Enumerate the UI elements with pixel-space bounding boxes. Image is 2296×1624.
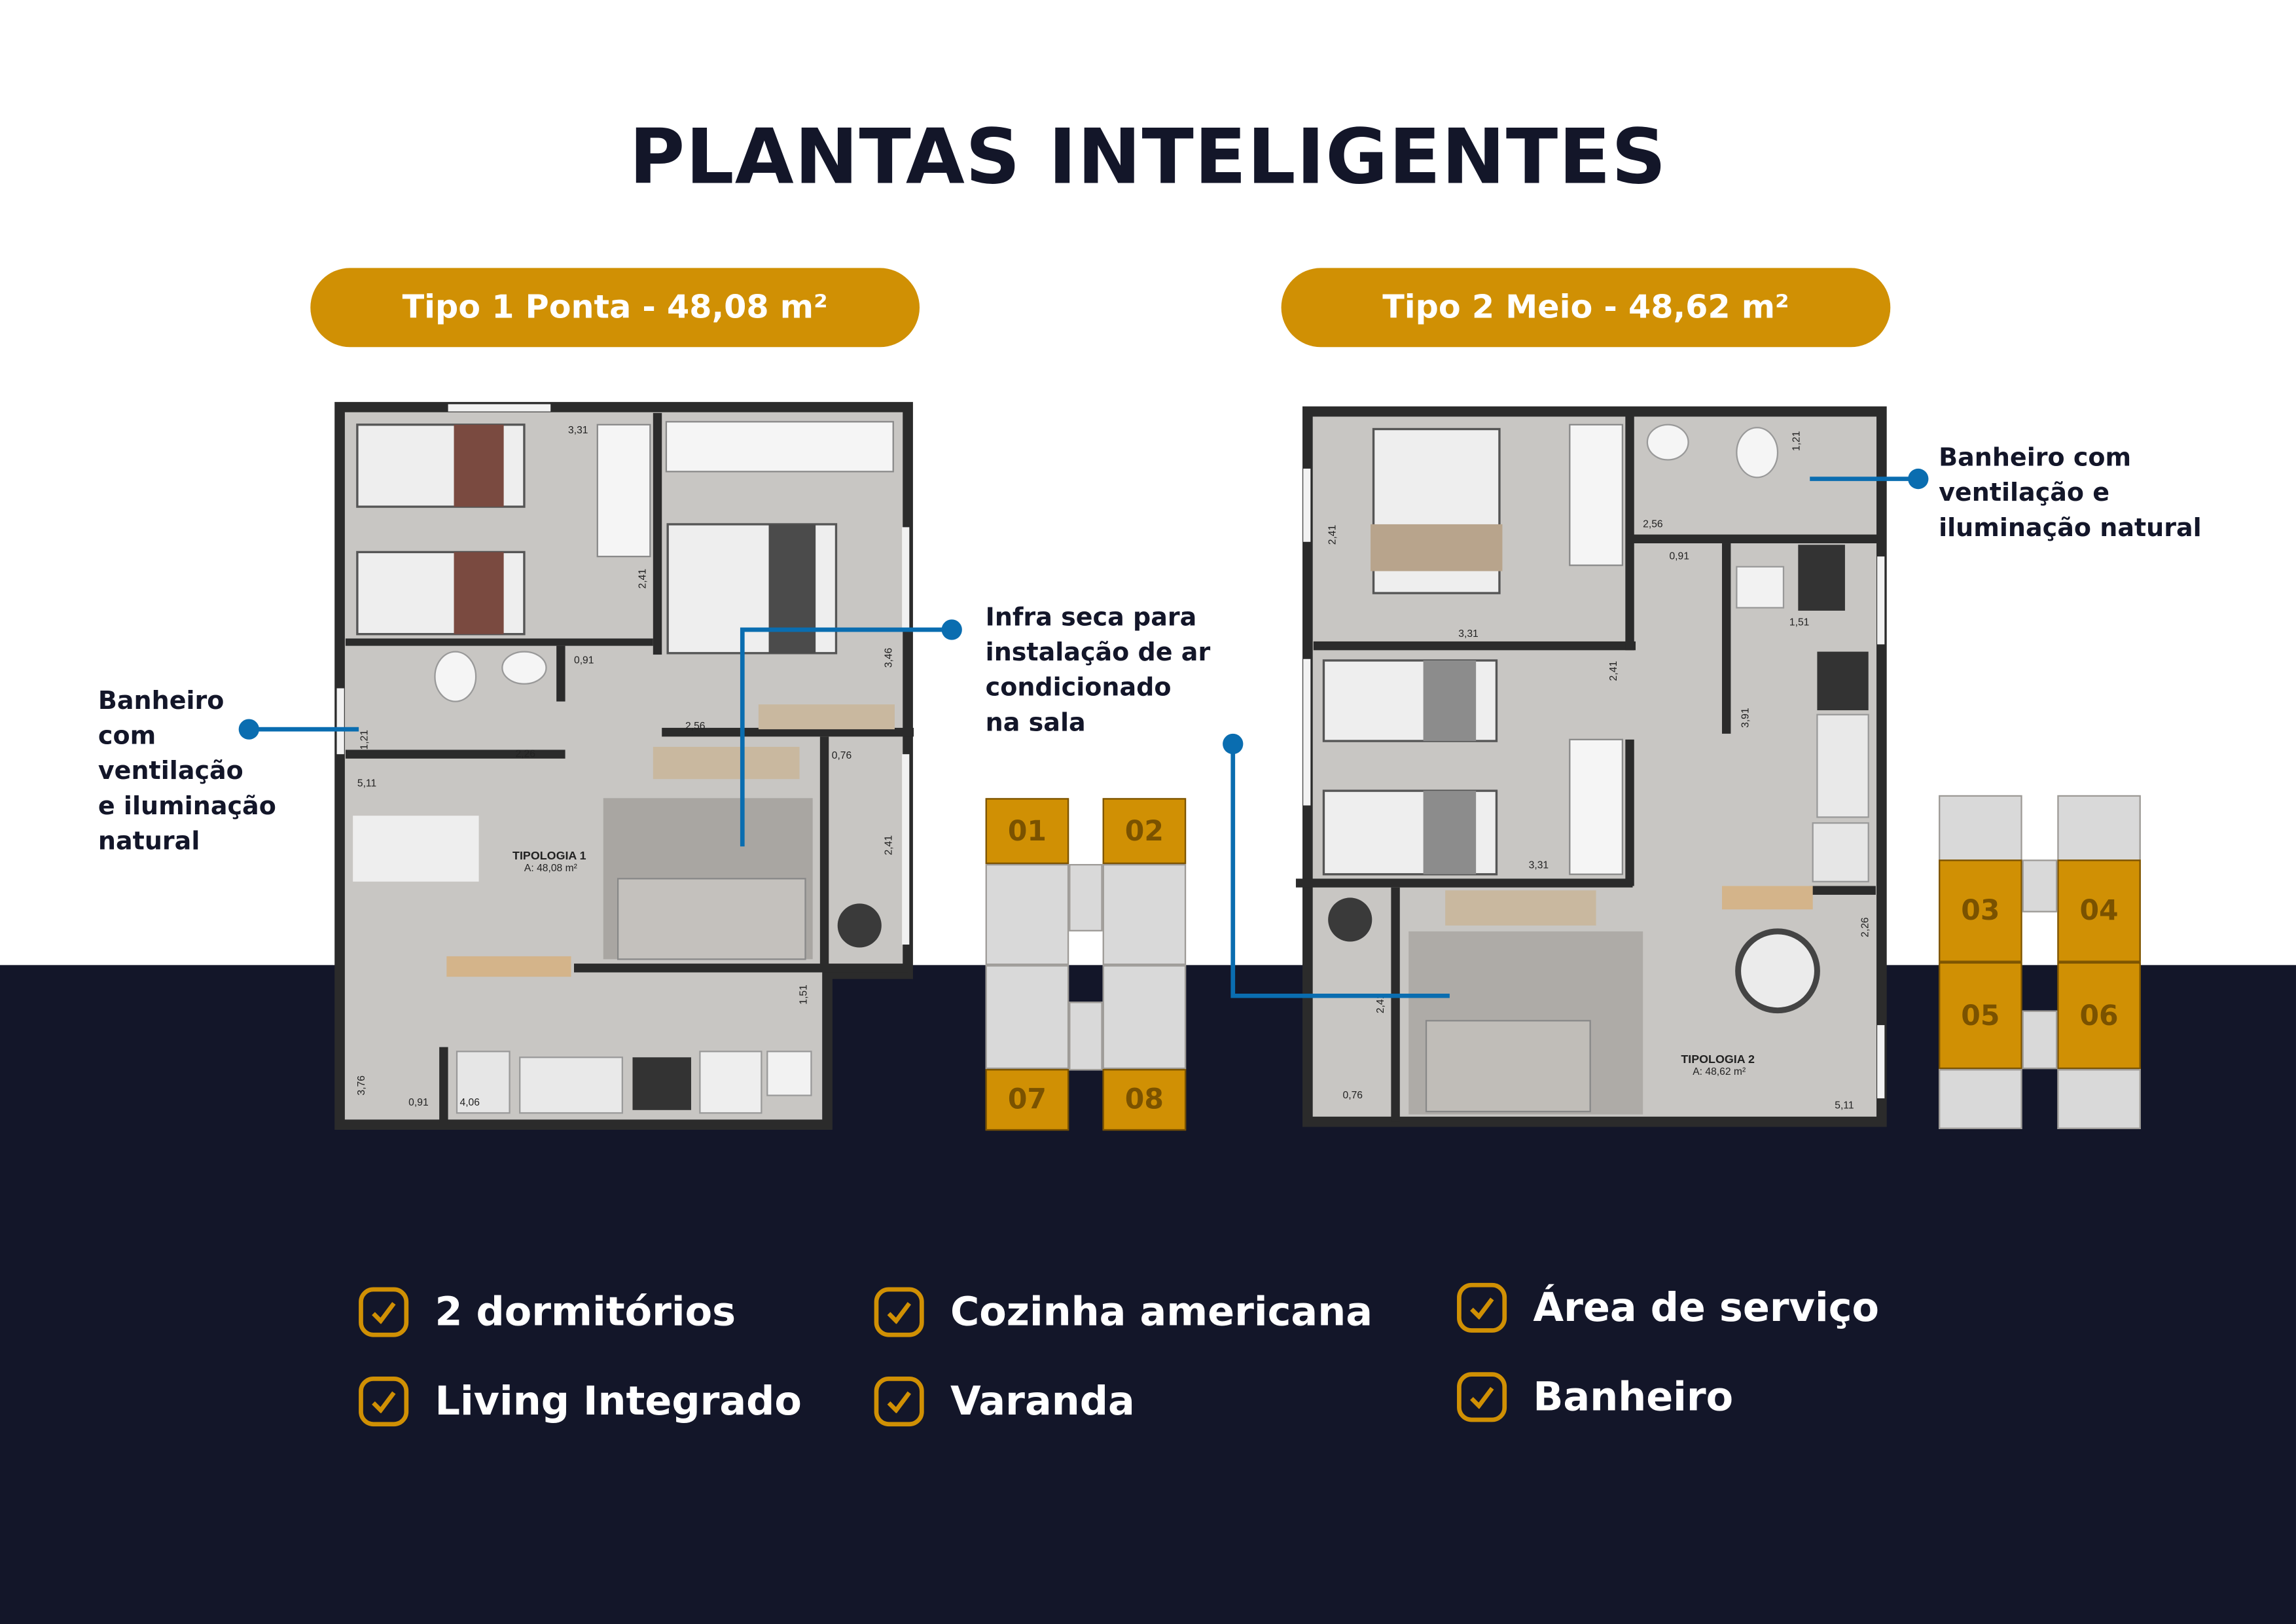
callout-text: na sala (985, 708, 1086, 738)
dimension-label: 5,11 (1835, 1100, 1854, 1111)
callout-left-bathroom: Banheiro com ventilação e iluminação nat… (98, 684, 276, 859)
type1-badge: Tipo 1 Ponta - 48,08 m² (310, 268, 920, 348)
unit-04: 04 (2057, 859, 2141, 962)
dimension-label: 5,11 (357, 778, 376, 789)
dimension-label: 2,56 (1643, 518, 1663, 530)
unit-06: 06 (2057, 962, 2141, 1070)
plan2-dimensions: 2,41 3,31 2,56 1,21 0,91 1,51 2,41 3,91 … (1327, 431, 1871, 1111)
check-box-icon (1457, 1372, 1507, 1422)
page-title: PLANTAS INTELIGENTES (629, 114, 1667, 202)
dimension-label: 1,51 (1789, 617, 1809, 628)
callout-text: com (98, 721, 156, 751)
callout-text: ventilação e (1939, 478, 2110, 509)
unit-05: 05 (1939, 962, 2022, 1070)
dimension-label: 3,76 (356, 1075, 367, 1096)
check-box-icon (359, 1287, 409, 1337)
callout-dot (1908, 468, 1929, 490)
unit-cell (1069, 1001, 1103, 1071)
callout-text: Banheiro (98, 687, 224, 717)
dimension-label: 2,41 (1608, 661, 1619, 681)
feature-item: Banheiro (1457, 1372, 1733, 1422)
feature-label: Banheiro (1533, 1374, 1734, 1420)
callout-text: natural (98, 827, 200, 857)
check-box-icon (1457, 1282, 1507, 1333)
unit-cell (2022, 1010, 2058, 1070)
callout-text: condicionado (985, 674, 1172, 703)
callout-line-ac (740, 627, 952, 847)
callout-text: instalação de ar (985, 638, 1211, 668)
unit-07: 07 (985, 1069, 1069, 1131)
dimension-label: 1,21 (1791, 431, 1803, 451)
unit-cell (985, 965, 1069, 1070)
callout-text: Banheiro com (1939, 443, 2132, 473)
callout-ac: Infra seca para instalação de ar condici… (986, 600, 1211, 741)
check-box-icon (874, 1377, 924, 1427)
check-box-icon (359, 1377, 409, 1427)
unit-02: 02 (1102, 798, 1187, 864)
check-box-icon (874, 1287, 924, 1337)
unit-cell (985, 863, 1069, 965)
dimension-label: 2,26 (516, 749, 536, 760)
feature-item: Living Integrado (359, 1377, 802, 1427)
feature-label: Varanda (950, 1379, 1135, 1424)
dimension-label: 1,21 (359, 730, 370, 749)
plan-name: TIPOLOGIA 2 (1681, 1053, 1755, 1066)
unit-cell (1939, 795, 2022, 861)
plan-name: TIPOLOGIA 1 (512, 849, 586, 862)
feature-label: 2 dormitórios (435, 1289, 736, 1335)
dimension-label: 3,91 (1740, 708, 1751, 727)
dimension-label: 2,41 (883, 835, 894, 855)
plan-area: A: 48,08 m² (524, 863, 577, 874)
dimension-label: 0,91 (574, 655, 594, 666)
feature-item: Área de serviço (1457, 1282, 1880, 1333)
dimension-label: 4,06 (459, 1097, 480, 1108)
type2-badge: Tipo 2 Meio - 48,62 m² (1281, 268, 1891, 348)
feature-item: 2 dormitórios (359, 1287, 736, 1337)
dimension-label: 2,41 (1327, 525, 1338, 545)
feature-label: Área de serviço (1533, 1285, 1880, 1331)
unit-cell (2057, 1069, 2141, 1129)
unit-03: 03 (1939, 859, 2022, 962)
callout-dot (238, 719, 259, 740)
dimension-label: 3,46 (883, 647, 894, 668)
unit-cell (1939, 1069, 2022, 1129)
callout-text: e iluminação (98, 792, 276, 822)
callout-text: ventilação (98, 757, 243, 787)
dimension-label: 2,26 (1860, 917, 1871, 937)
callout-dot (941, 619, 962, 640)
unit-cell (2022, 859, 2058, 912)
plan2-floor (1295, 406, 1887, 1127)
dimension-label: 2,41 (1375, 994, 1386, 1013)
unit-01: 01 (985, 798, 1069, 864)
plan1-dimensions: 3,31 2,41 0,91 2,26 1,21 2,56 3,46 0,76 … (356, 425, 894, 1108)
callout-text: iluminação natural (1939, 514, 2202, 544)
unit-cell (1069, 863, 1103, 931)
dimension-label: 3,31 (1529, 860, 1549, 871)
callout-line-ac-2 (1230, 744, 1450, 998)
unit-cell (2057, 795, 2141, 861)
plan-area: A: 48,62 m² (1693, 1066, 1746, 1077)
dimension-label: 2,56 (685, 721, 706, 732)
dimension-label: 0,91 (408, 1097, 428, 1108)
callout-text: Infra seca para (985, 603, 1197, 633)
callout-dot (1223, 733, 1244, 755)
dimension-label: 2,41 (637, 569, 649, 588)
unit-08: 08 (1102, 1069, 1187, 1131)
dimension-label: 1,51 (798, 984, 810, 1004)
dimension-label: 0,76 (832, 750, 852, 761)
dimension-label: 3,31 (1458, 628, 1478, 640)
dimension-label: 0,91 (1669, 551, 1689, 562)
feature-item: Cozinha americana (874, 1287, 1372, 1337)
feature-label: Cozinha americana (950, 1289, 1372, 1335)
dimension-label: 3,31 (568, 425, 588, 436)
callout-right-bathroom: Banheiro com ventilação e iluminação nat… (1939, 441, 2202, 546)
dimension-label: 0,76 (1343, 1090, 1363, 1101)
feature-label: Living Integrado (435, 1379, 802, 1424)
unit-cell (1102, 863, 1187, 965)
feature-item: Varanda (874, 1377, 1135, 1427)
unit-cell (1102, 965, 1187, 1070)
